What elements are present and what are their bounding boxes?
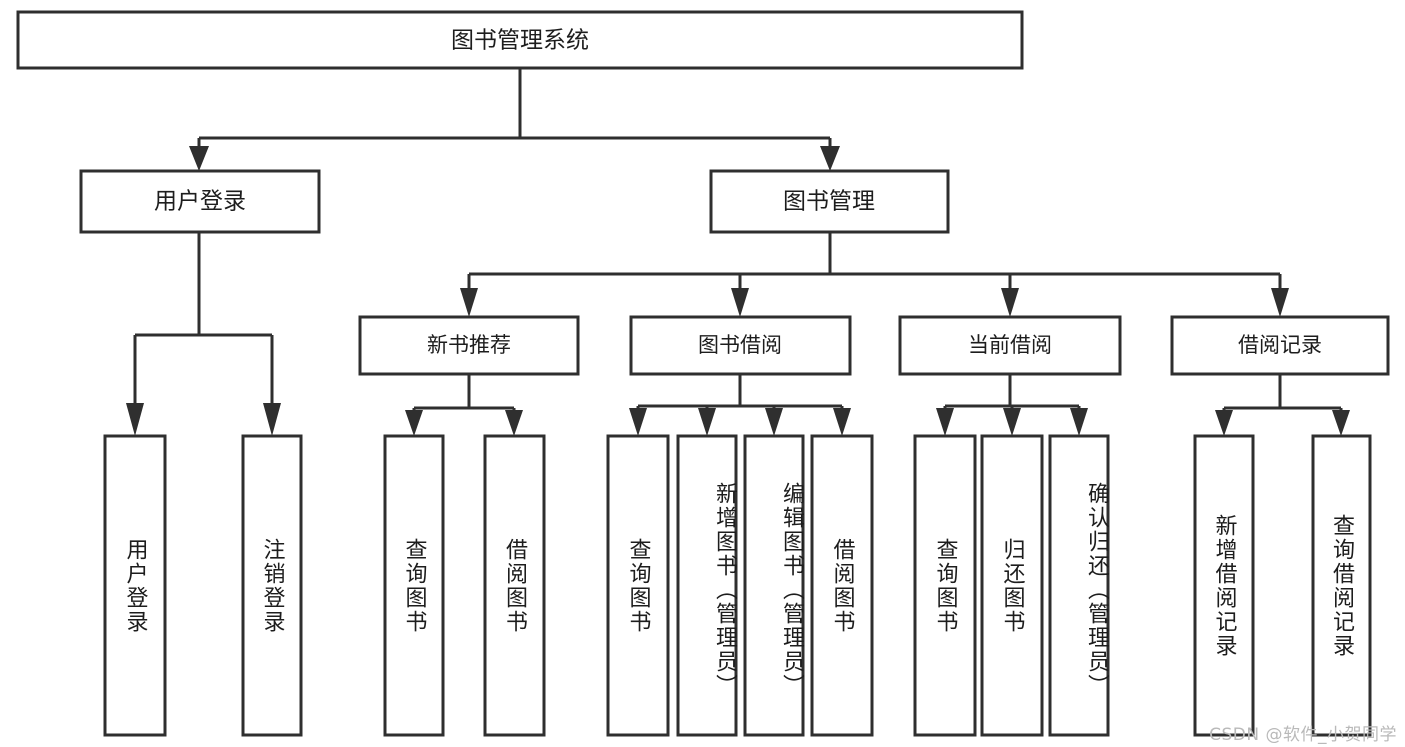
arrow-to-book-manage (820, 146, 840, 171)
node-book-manage-box[interactable] (709, 169, 950, 234)
node-new-book-rec-label: 新书推荐 (427, 333, 511, 357)
arrow-leaf-query-book-cb (936, 408, 954, 436)
arrow-leaf-return-book (1003, 408, 1021, 436)
node-borrow-record[interactable]: 借阅记录 (1170, 315, 1390, 376)
leaf-box-layer[interactable] (103, 434, 1372, 737)
arrow-to-user-login (189, 146, 209, 171)
arrow-to-book-borrow (731, 288, 749, 317)
node-book-borrow-label: 图书借阅 (698, 333, 782, 357)
arrow-to-current-borrow (1001, 288, 1019, 317)
arrow-leaf-borrow-book-br (833, 408, 851, 436)
node-leaf-borrow-book-br-box[interactable] (810, 434, 874, 737)
node-book-manage-label: 图书管理 (783, 189, 875, 215)
node-book-borrow-box[interactable] (629, 315, 852, 376)
node-user-login[interactable]: 用户登录 (79, 169, 321, 234)
arrow-to-new-book-rec (460, 288, 478, 317)
node-leaf-query-book-rec-box[interactable] (383, 434, 445, 737)
arrow-leaf-add-book (698, 408, 716, 436)
node-borrow-record-box[interactable] (1170, 315, 1390, 376)
node-book-manage[interactable]: 图书管理 (709, 169, 950, 234)
node-current-borrow-label: 当前借阅 (968, 333, 1052, 357)
arrow-leaf-user-logout (263, 403, 281, 436)
arrow-leaf-query-record (1332, 410, 1350, 436)
node-leaf-add-record-box[interactable] (1193, 434, 1255, 737)
node-current-borrow[interactable]: 当前借阅 (898, 315, 1122, 376)
node-new-book-rec[interactable]: 新书推荐 (358, 315, 580, 376)
node-book-borrow[interactable]: 图书借阅 (629, 315, 852, 376)
node-borrow-record-label: 借阅记录 (1238, 333, 1322, 357)
arrow-leaf-edit-book (765, 408, 783, 436)
node-leaf-add-book-box[interactable] (676, 434, 738, 737)
csdn-watermark: CSDN @软件_小贺同学 (1209, 725, 1397, 745)
node-root-label: 图书管理系统 (451, 28, 589, 54)
arrow-leaf-user-login (126, 403, 144, 436)
node-user-login-box[interactable] (79, 169, 321, 234)
arrow-leaf-query-book-rec (405, 410, 423, 436)
node-new-book-rec-box[interactable] (358, 315, 580, 376)
arrow-leaf-query-book-br (629, 408, 647, 436)
arrow-leaf-confirm-return (1070, 408, 1088, 436)
node-root[interactable]: 图书管理系统 (16, 10, 1024, 70)
node-leaf-query-book-br-box[interactable] (606, 434, 670, 737)
node-leaf-query-book-cb-box[interactable] (913, 434, 977, 737)
node-leaf-user-logout-box[interactable] (241, 434, 303, 737)
node-root-box[interactable] (16, 10, 1024, 70)
connector-layer (126, 68, 1350, 436)
arrow-leaf-borrow-book-rec (505, 410, 523, 436)
arrow-to-borrow-record (1271, 288, 1289, 317)
node-leaf-user-login-box[interactable] (103, 434, 167, 737)
node-leaf-return-book-box[interactable] (980, 434, 1044, 737)
arrow-leaf-add-record (1215, 410, 1233, 436)
node-leaf-query-record-box[interactable] (1311, 434, 1372, 737)
node-user-login-label: 用户登录 (154, 189, 246, 215)
node-leaf-confirm-return-box[interactable] (1048, 434, 1110, 737)
node-current-borrow-box[interactable] (898, 315, 1122, 376)
node-leaf-edit-book-box[interactable] (743, 434, 805, 737)
node-leaf-borrow-book-rec-box[interactable] (483, 434, 546, 737)
